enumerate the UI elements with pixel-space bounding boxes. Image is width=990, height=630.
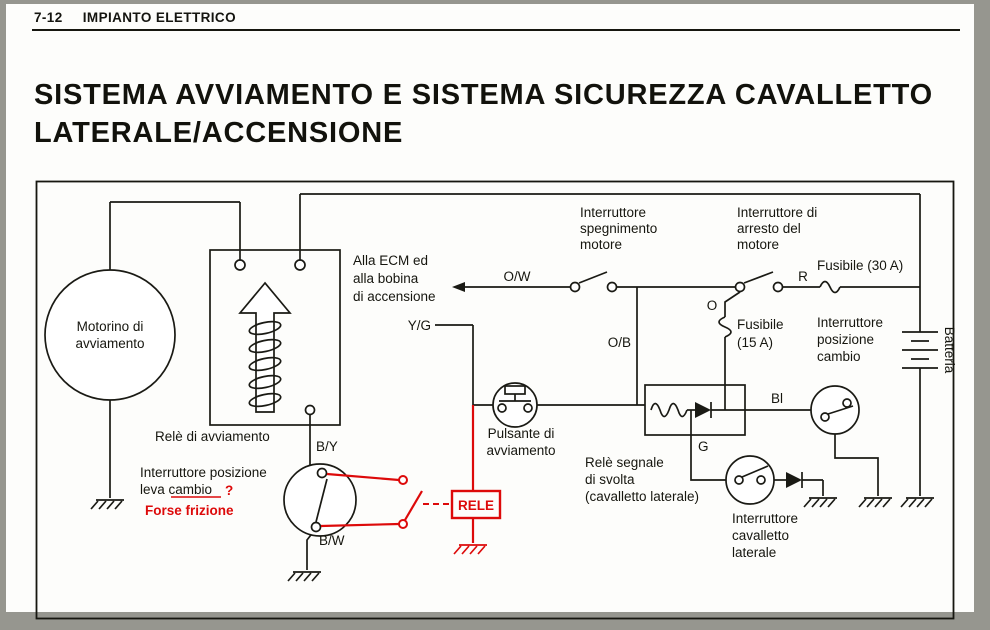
coil-icon xyxy=(650,402,688,418)
wire-bl: Bl xyxy=(771,391,783,406)
question-mark: ? xyxy=(225,483,233,498)
starter-motor-symbol xyxy=(44,269,176,401)
ground-icon xyxy=(900,497,935,508)
diode-icon xyxy=(786,472,802,488)
svg-text:(cavalletto laterale): (cavalletto laterale) xyxy=(585,489,699,504)
stop-switch-label: Interruttore di xyxy=(737,205,817,220)
starter-relay-label: Relè di avviamento xyxy=(155,429,270,444)
ground-icon xyxy=(453,544,488,555)
gear-position-switch-symbol xyxy=(810,385,860,435)
diode-icon xyxy=(695,402,711,418)
wire-r: R xyxy=(798,269,808,284)
manual-page: 7-12 IMPIANTO ELETTRICO SISTEMA AVVIAMEN… xyxy=(6,4,974,620)
svg-text:avviamento: avviamento xyxy=(486,443,555,458)
component-labels: Motorino di avviamento Relè di avviament… xyxy=(75,205,957,560)
svg-text:motore: motore xyxy=(737,237,779,252)
kill-switch-label: Interruttore xyxy=(580,205,646,220)
fuse-30a-label: Fusibile (30 A) xyxy=(817,258,903,273)
starter-motor-label: Motorino di xyxy=(77,319,144,334)
svg-text:avviamento: avviamento xyxy=(75,336,144,351)
coil-icon xyxy=(248,320,282,336)
svg-text:posizione: posizione xyxy=(817,332,874,347)
svg-text:cavalletto: cavalletto xyxy=(732,528,789,543)
page-title: SISTEMA AVVIAMENTO E SISTEMA SICUREZZA C… xyxy=(34,76,933,153)
page-number: 7-12 xyxy=(34,10,63,25)
fuse-15a-icon xyxy=(718,316,732,338)
proposed-relay-box xyxy=(450,489,502,520)
battery-icon xyxy=(902,331,938,369)
svg-text:alla bobina: alla bobina xyxy=(353,271,419,286)
svg-text:arresto del: arresto del xyxy=(737,221,801,236)
sidestand-relay-label: Relè segnale xyxy=(585,455,664,470)
ground-icon xyxy=(803,497,838,508)
sidestand-switch-symbol xyxy=(725,455,803,505)
gear-switch-label: Interruttore xyxy=(817,315,883,330)
battery-label: Batteria xyxy=(942,327,955,374)
wire-yg: Y/G xyxy=(408,318,431,333)
handwritten-note: Forse frizione xyxy=(145,503,234,518)
svg-text:spegnimento: spegnimento xyxy=(580,221,657,236)
title-line2: LATERALE/ACCENSIONE xyxy=(34,117,404,150)
svg-text:motore: motore xyxy=(580,237,622,252)
svg-text:di accensione: di accensione xyxy=(353,289,436,304)
ground-icon xyxy=(858,497,893,508)
wire-by: B/Y xyxy=(316,439,338,454)
wiring-diagram: Motorino di avviamento Relè di avviament… xyxy=(35,180,957,620)
svg-text:leva cambio: leva cambio xyxy=(140,482,212,497)
svg-text:cambio: cambio xyxy=(817,349,861,364)
starter-button-label: Pulsante di xyxy=(488,426,555,441)
wire-labels: O/W Y/G O/B O R Bl G B/Y B/W xyxy=(316,269,808,548)
wire-bw: B/W xyxy=(319,533,345,548)
wire-o: O xyxy=(707,298,718,313)
relay-arrow-icon xyxy=(238,281,292,413)
wire-ow: O/W xyxy=(504,269,531,284)
handwritten-annotation-layer: RELE ? Forse frizione xyxy=(145,405,502,555)
circuit-svg: Motorino di avviamento Relè di avviament… xyxy=(35,180,957,620)
section-title: IMPIANTO ELETTRICO xyxy=(82,10,236,25)
left-arrowhead-icon xyxy=(452,282,465,292)
starter-relay-symbol xyxy=(209,249,341,426)
sidestand-switch-label: Interruttore xyxy=(732,511,798,526)
diagram-border xyxy=(35,180,955,620)
ecm-note: Alla ECM ed xyxy=(353,253,428,268)
fuse-15a-label: Fusibile xyxy=(737,317,784,332)
stop-switch-symbol xyxy=(734,271,784,293)
svg-text:laterale: laterale xyxy=(732,545,776,560)
title-line1: SISTEMA AVVIAMENTO E SISTEMA SICUREZZA C… xyxy=(34,79,934,111)
wire-ob: O/B xyxy=(608,335,631,350)
ground-icon xyxy=(90,499,125,510)
fuse-30a-icon xyxy=(819,280,841,294)
proposed-relay-label: RELE xyxy=(458,498,494,513)
kill-switch-symbol xyxy=(569,271,618,293)
starter-button-symbol xyxy=(492,382,538,428)
svg-text:di svolta: di svolta xyxy=(585,472,635,487)
lever-position-switch-symbol xyxy=(283,463,357,537)
header-rule xyxy=(32,29,960,31)
wire-g: G xyxy=(698,439,709,454)
svg-text:(15 A): (15 A) xyxy=(737,335,773,350)
lever-switch-label: Interruttore posizione xyxy=(140,465,267,480)
wiring-lines xyxy=(109,193,938,570)
ground-icon xyxy=(287,571,322,582)
sidestand-relay-symbol xyxy=(644,384,746,436)
page-header: 7-12 IMPIANTO ELETTRICO xyxy=(34,10,236,25)
